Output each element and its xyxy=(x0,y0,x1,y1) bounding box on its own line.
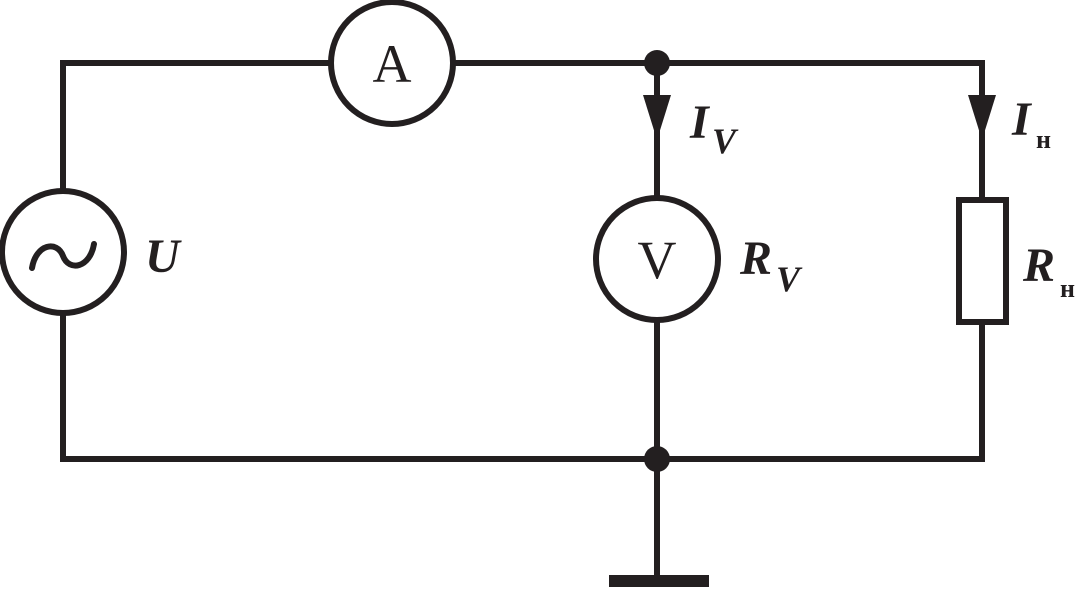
arrow-load-current xyxy=(968,95,996,140)
load-current-main: I xyxy=(1011,93,1033,146)
voltmeter: V xyxy=(593,195,721,323)
load-resistance-label: R н xyxy=(1022,239,1075,303)
voltmeter-resistance-label: R V xyxy=(739,232,803,299)
voltmeter-resistance-main: R xyxy=(739,232,772,285)
load-current-sub: н xyxy=(1036,125,1051,154)
load-resistor xyxy=(956,197,1009,325)
voltmeter-current-label: I V xyxy=(689,96,739,161)
sine-wave-icon xyxy=(29,241,97,271)
voltmeter-circle xyxy=(593,195,721,323)
arrow-voltmeter-current xyxy=(643,95,671,140)
voltmeter-resistance-sub: V xyxy=(776,259,803,299)
load-current-label: I н xyxy=(1011,93,1051,154)
junction-bottom xyxy=(644,446,670,472)
wire-top-left xyxy=(60,60,334,193)
wire-top-right xyxy=(449,60,985,203)
source-voltage-label: U xyxy=(145,230,182,283)
voltmeter-letter: V xyxy=(638,230,677,290)
junction-top xyxy=(644,50,670,76)
circuit-wires xyxy=(60,60,985,581)
ammeter-letter: A xyxy=(373,34,412,94)
voltmeter-current-main: I xyxy=(689,96,711,149)
load-resistance-main: R xyxy=(1022,239,1055,292)
ammeter: A xyxy=(328,0,456,127)
wire-bottom-left xyxy=(60,311,985,462)
load-resistance-sub: н xyxy=(1060,274,1075,303)
ammeter-circle xyxy=(328,0,456,127)
voltmeter-current-sub: V xyxy=(712,121,739,161)
ac-source xyxy=(0,188,127,316)
ground-icon xyxy=(609,575,709,587)
